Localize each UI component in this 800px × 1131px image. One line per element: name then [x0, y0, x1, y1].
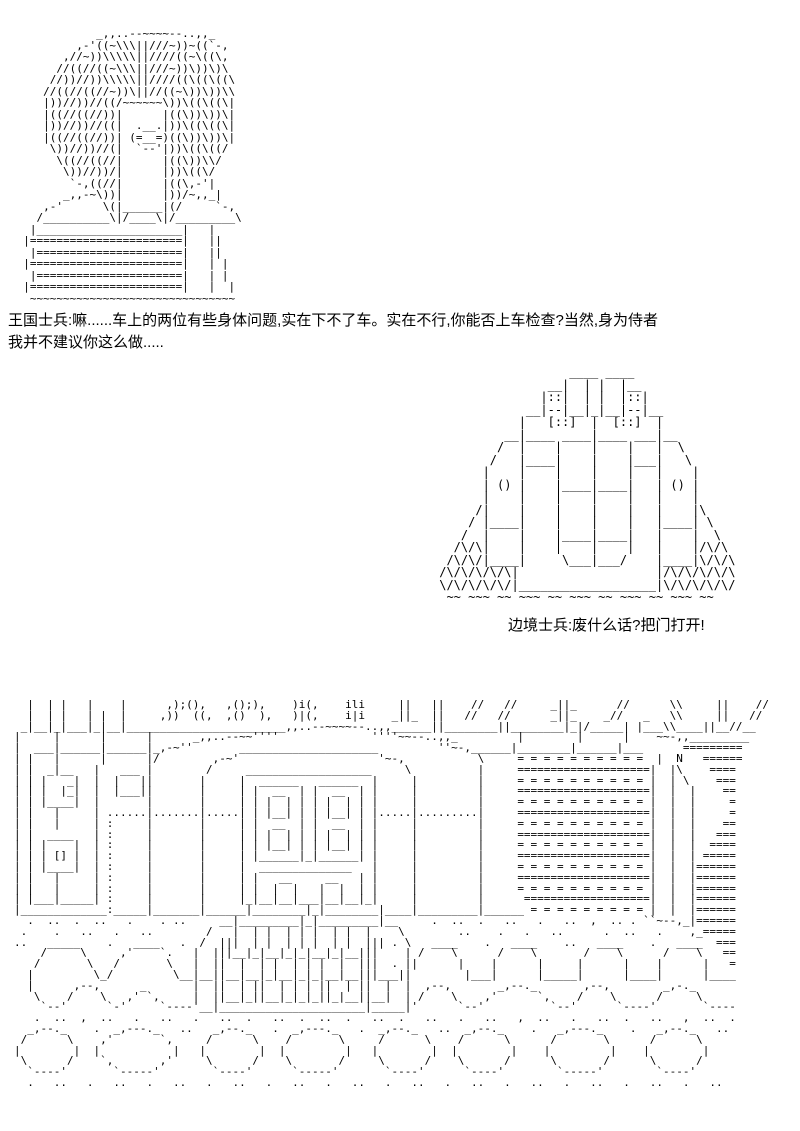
border-soldier-dialogue: 边境士兵:废什么话?把门打开!: [508, 617, 705, 634]
gate-scene-ascii-art: | | | | | ,);(), ,();), )i(, ili || || /…: [14, 698, 769, 1089]
kingdom-soldier-dialogue: 王国士兵:嘛......车上的两位有些身体问题,实在下不了车。实在不行,你能否上…: [8, 310, 798, 354]
kingdom-soldier-dialogue-line-1: 王国士兵:嘛......车上的两位有些身体问题,实在下不了车。实在不行,你能否上…: [8, 312, 659, 329]
border-soldier-ascii-art: ____ ____ __| | | |__ |::| | | |::| __|-…: [439, 365, 736, 604]
kingdom-soldier-ascii-art: _,,..--~~~~--..,,_ ,-'((~\\\||///~))~((`…: [23, 27, 242, 305]
kingdom-soldier-dialogue-line-2: 我并不建议你这么做.....: [8, 334, 164, 351]
